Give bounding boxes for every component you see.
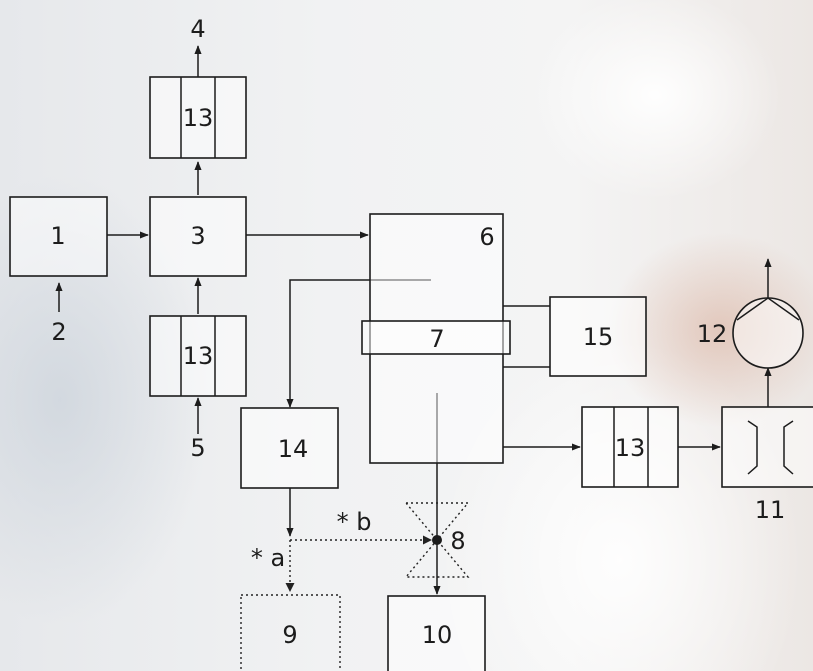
box-14 bbox=[240, 407, 339, 489]
label-8: 8 bbox=[450, 527, 465, 555]
box-10 bbox=[387, 595, 486, 671]
label-box-13-right: 13 bbox=[615, 434, 646, 462]
box-3 bbox=[149, 196, 247, 277]
box-11-nozzle bbox=[721, 406, 813, 488]
box-13-top bbox=[149, 76, 247, 159]
label-box-6: 6 bbox=[479, 223, 494, 251]
pump-12-symbol bbox=[732, 297, 804, 369]
dotted-arrowhead-a bbox=[285, 583, 295, 592]
label-box-3: 3 bbox=[190, 222, 205, 250]
label-box-15: 15 bbox=[583, 323, 614, 351]
label-box-9: 9 bbox=[282, 621, 297, 649]
label-12: 12 bbox=[697, 320, 728, 348]
valve-8-node bbox=[432, 535, 442, 545]
box-1 bbox=[9, 196, 108, 277]
label-box-13-top: 13 bbox=[183, 104, 214, 132]
label-box-13-bottom: 13 bbox=[183, 342, 214, 370]
box-13-right bbox=[581, 406, 679, 488]
label-5: 5 bbox=[190, 434, 205, 462]
label-2: 2 bbox=[51, 318, 66, 346]
label-path-a: * a bbox=[251, 544, 285, 572]
label-box-10: 10 bbox=[422, 621, 453, 649]
box-7 bbox=[361, 320, 511, 355]
box-15 bbox=[549, 296, 647, 377]
box-13-bottom bbox=[149, 315, 247, 397]
dotted-arrowhead-b bbox=[423, 535, 432, 545]
valve-8-symbol bbox=[404, 502, 470, 578]
label-11: 11 bbox=[755, 496, 786, 524]
label-box-14: 14 bbox=[278, 435, 309, 463]
label-4: 4 bbox=[190, 15, 205, 43]
label-box-1: 1 bbox=[50, 222, 65, 250]
label-box-7: 7 bbox=[429, 325, 444, 353]
label-path-b: * b bbox=[337, 508, 372, 536]
box-9 bbox=[240, 594, 341, 671]
